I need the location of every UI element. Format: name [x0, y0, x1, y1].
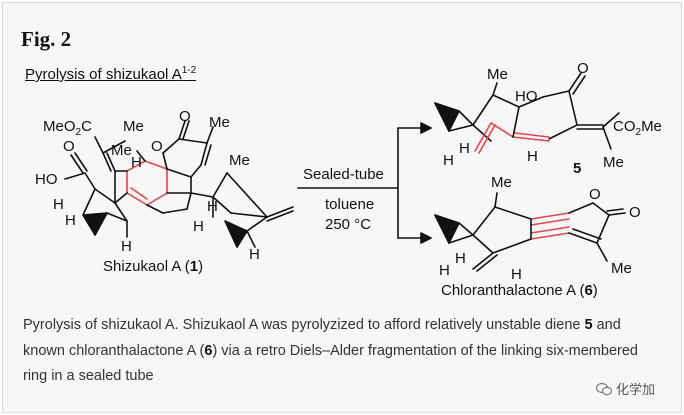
watermark-text: 化学加 [615, 382, 655, 397]
label-h1: H [131, 154, 142, 171]
label-h4: H [121, 238, 132, 255]
diene-5-number: 5 [573, 160, 581, 177]
label-6-h1: H [439, 262, 450, 279]
condition-sealed-tube: Sealed-tube [303, 166, 384, 183]
label-5-me-bottom: Me [603, 154, 624, 171]
diene-5-labels: Me HO O CO2Me Me H H H [443, 60, 662, 171]
label-5-o: O [577, 60, 589, 77]
label-5-h1: H [443, 152, 454, 169]
scheme-title-reference: 1-2 [181, 65, 197, 76]
label-me-lactone: Me [209, 114, 230, 131]
label-h7: H [249, 246, 260, 263]
chloranthalactone-a-name: Chloranthalactone A (6) [441, 282, 598, 299]
label-me-top: Me [123, 118, 144, 135]
label-o-lactone-ring: O [151, 138, 163, 155]
label-5-h3: H [527, 148, 538, 165]
label-me-inner: Me [111, 142, 132, 159]
scheme-title-text: Pyrolysis of shizukaol A [25, 66, 182, 83]
label-me-right: Me [229, 152, 250, 169]
figure-caption: Pyrolysis of shizukaol A. Shizukaol A wa… [23, 317, 638, 384]
label-5-h2: H [459, 140, 470, 157]
condition-solvent: toluene [325, 196, 374, 213]
label-6-me: Me [491, 174, 512, 191]
label-o-lactone-carbonyl: O [179, 108, 191, 125]
label-5-ho: HO [515, 88, 538, 105]
chloranthalactone-a-labels: Me O O Me H H H [439, 174, 641, 283]
label-ho: HO [35, 171, 58, 188]
label-6-h2: H [455, 250, 466, 267]
label-h5: H [193, 218, 204, 235]
chloranthalactone-a-structure [434, 192, 626, 272]
label-h2: H [53, 196, 64, 213]
label-h3: H [65, 212, 76, 229]
condition-temperature: 250 °C [325, 216, 371, 233]
figure-label: Fig. 2 [21, 27, 72, 51]
label-h6: H [207, 198, 218, 215]
label-6-me-right: Me [611, 260, 632, 277]
shizukaol-a-name: Shizukaol A (1) [103, 258, 203, 275]
wechat-icon [595, 382, 612, 395]
reaction-scheme: MeO2C Me Me O HO O Me O Me H H H H H H H… [35, 60, 662, 299]
shizukaol-a-labels: MeO2C Me Me O HO O Me O Me H H H H H H H [35, 108, 260, 263]
scheme-title: Pyrolysis of shizukaol A1-2 [25, 65, 196, 83]
label-meo2c: MeO2C [43, 118, 92, 138]
label-5-me: Me [487, 66, 508, 83]
label-6-h3: H [511, 266, 522, 283]
label-6-o-ring: O [589, 186, 601, 203]
label-o-ketone: O [63, 138, 75, 155]
reaction-arrows [297, 122, 432, 244]
label-5-co2me: CO2Me [613, 118, 662, 138]
shizukaol-a-structure [64, 120, 294, 248]
watermark: 化学加 [595, 379, 655, 398]
label-6-o-carbonyl: O [629, 204, 641, 221]
diene-5-structure [434, 72, 620, 154]
